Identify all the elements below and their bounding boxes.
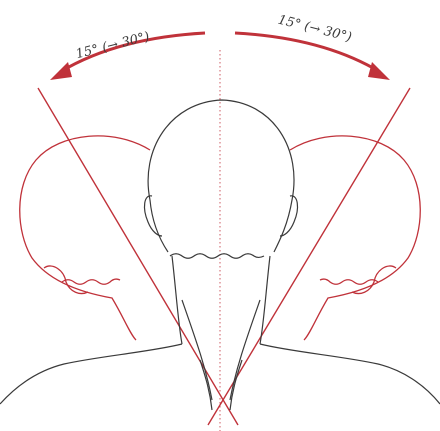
right-tilt-axis <box>208 88 410 425</box>
left-shoulder <box>0 344 182 404</box>
right-arrowhead-icon <box>368 62 390 80</box>
right-shoulder <box>260 344 440 404</box>
left-arrowhead-icon <box>50 62 72 80</box>
left-tilt-axis <box>38 88 238 425</box>
center-head <box>145 100 298 410</box>
left-angle-label: 15° (→ 30°) <box>74 29 151 62</box>
right-rotation-arrow <box>235 33 380 72</box>
right-tilted-head <box>290 136 420 340</box>
